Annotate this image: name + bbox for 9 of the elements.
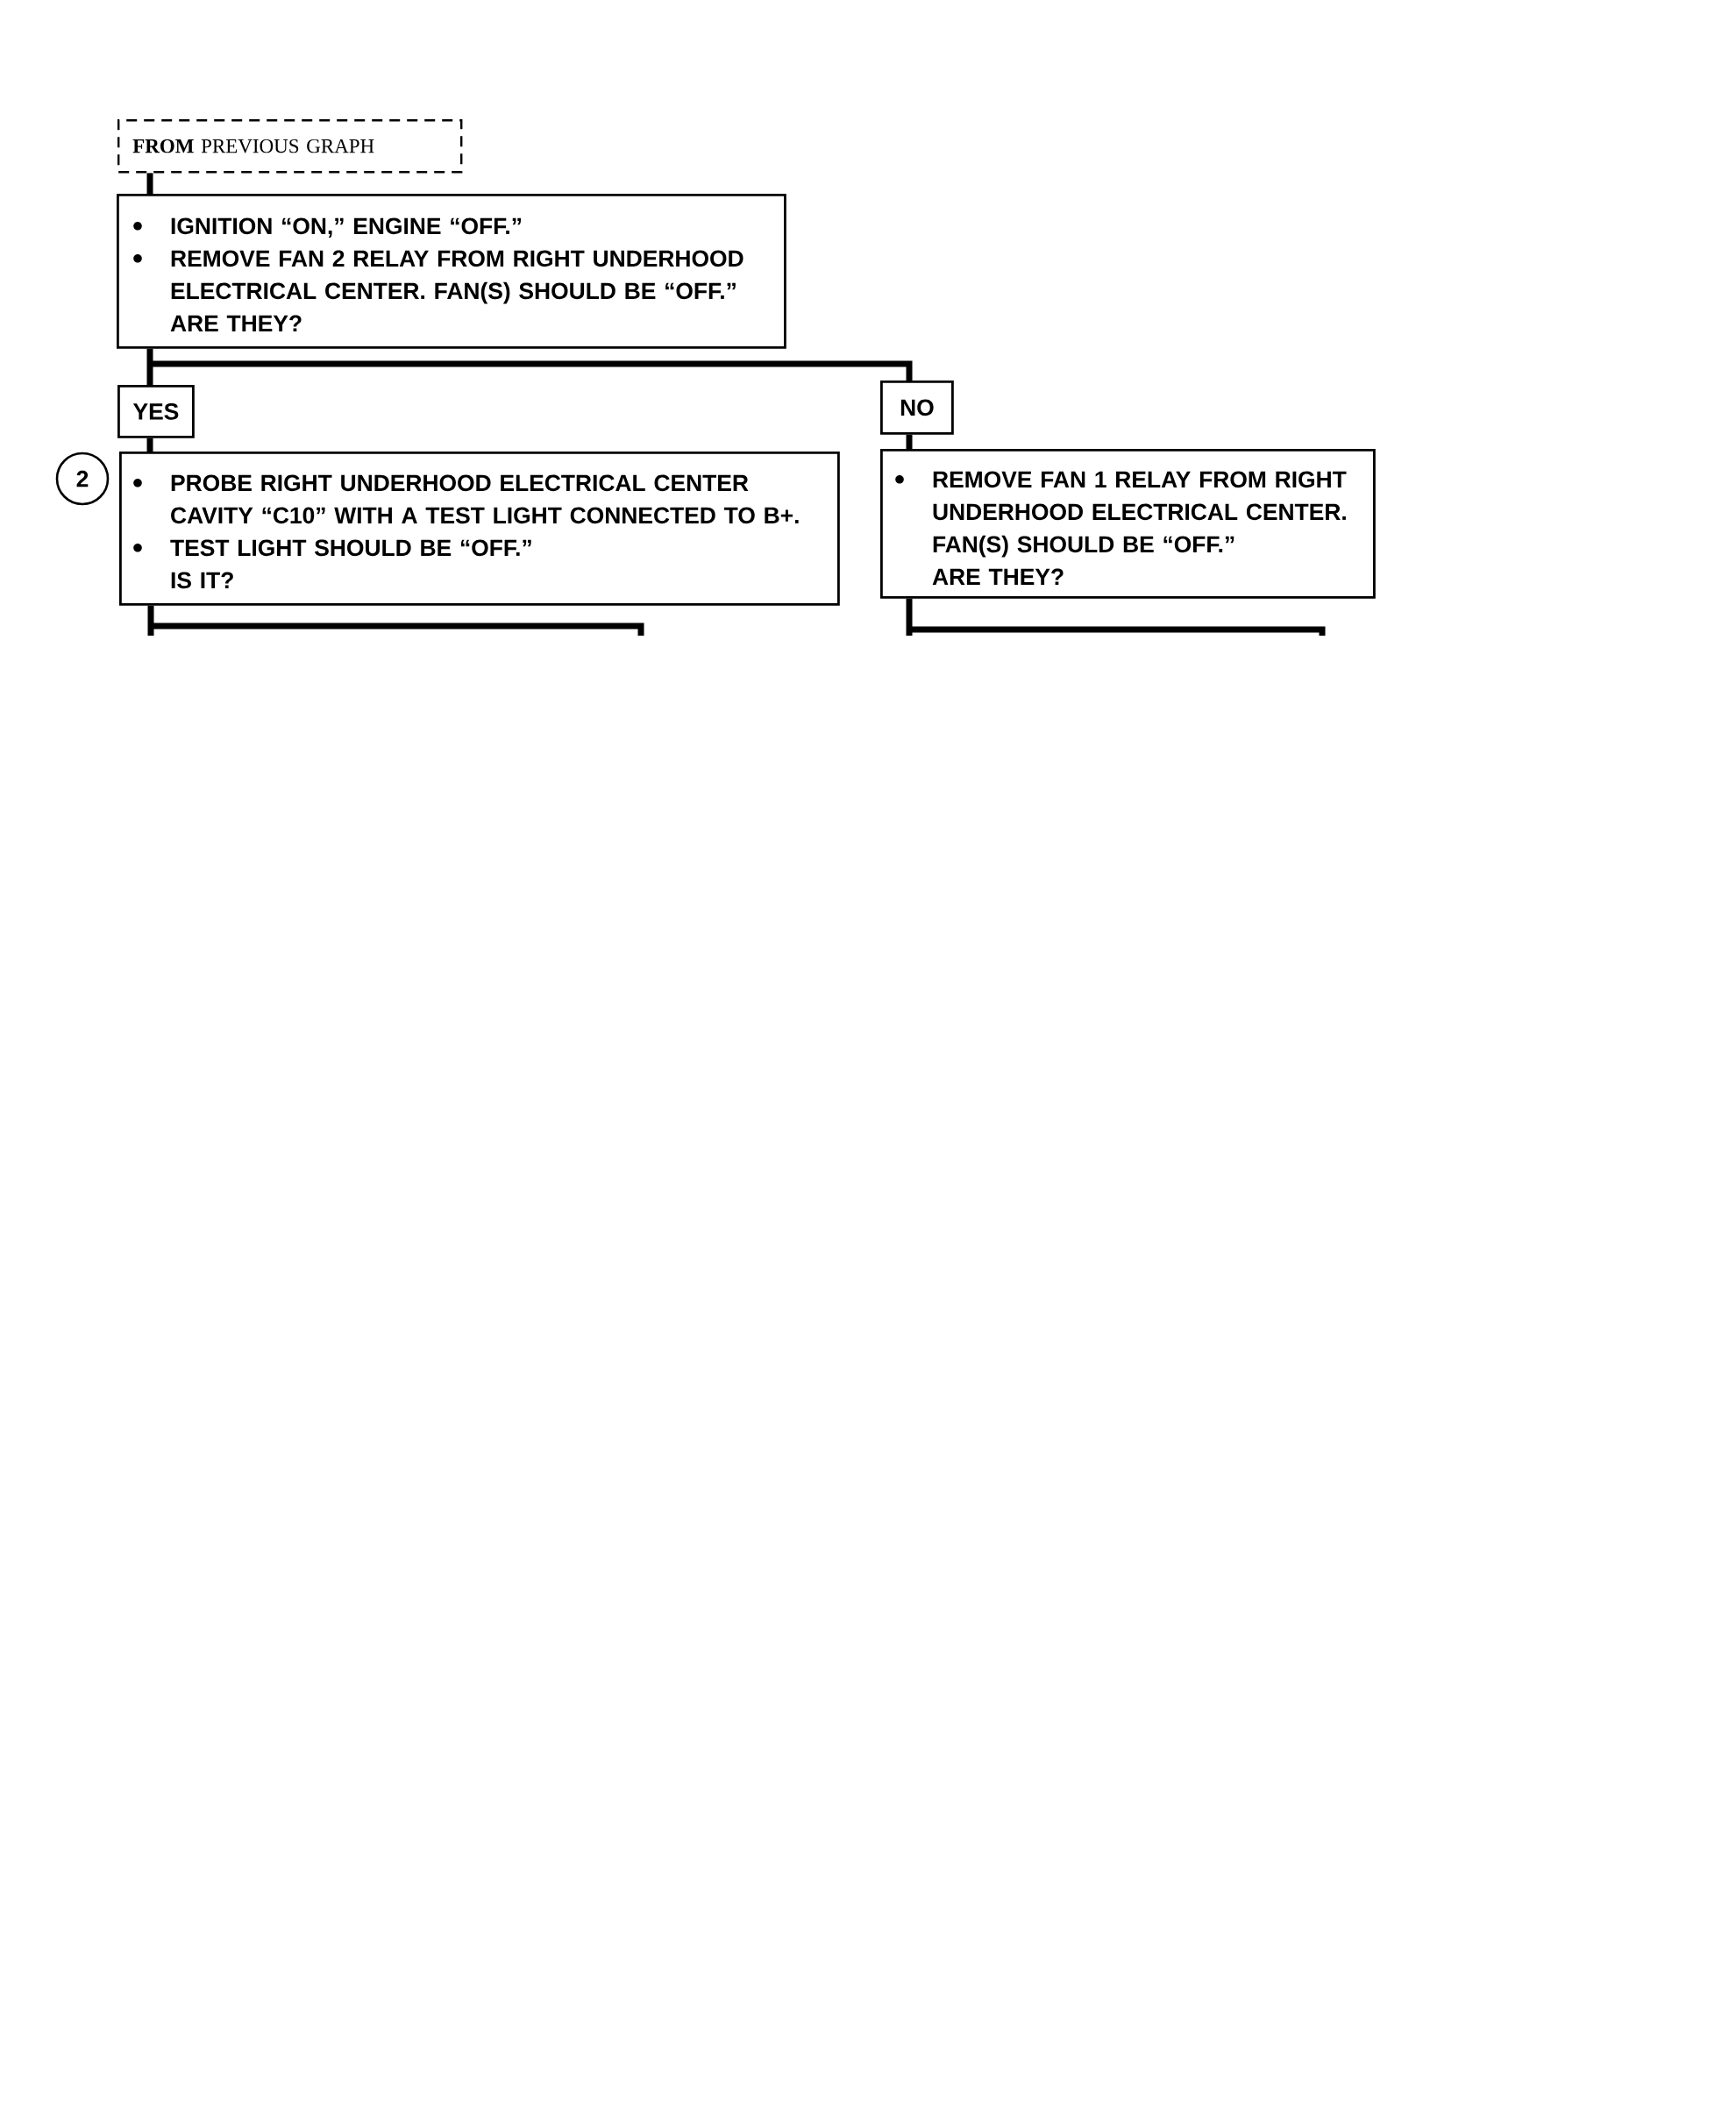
step-box: IGNITION “ON,” ENGINE “OFF.” REMOVE FAN 2 RELAY FROM RIGHT UNDERHOOD ELECTRICAL CENTER. FAN(S) SHOULD BE “OFF.” ARE THEY? bbox=[117, 194, 786, 349]
step-number: 2 bbox=[55, 452, 110, 506]
reference-box: FROM PREVIOUS GRAPH bbox=[117, 119, 463, 174]
step-box: REMOVE FAN 1 RELAY FROM RIGHT UNDERHOOD ELECTRICAL CENTER. FAN(S) SHOULD BE “OFF.” ARE THEY? bbox=[880, 449, 1376, 599]
connector-line bbox=[906, 434, 913, 449]
step-box: PROBE RIGHT UNDERHOOD ELECTRICAL CENTER CAVITY “C10” WITH A TEST LIGHT CONNECTED TO B+. TEST LIGHT SHOULD BE “OFF.” IS IT? bbox=[119, 452, 840, 606]
branch-label-box: YES bbox=[117, 385, 195, 438]
branch-label-box: NO bbox=[880, 381, 954, 435]
connector-line bbox=[146, 438, 153, 452]
